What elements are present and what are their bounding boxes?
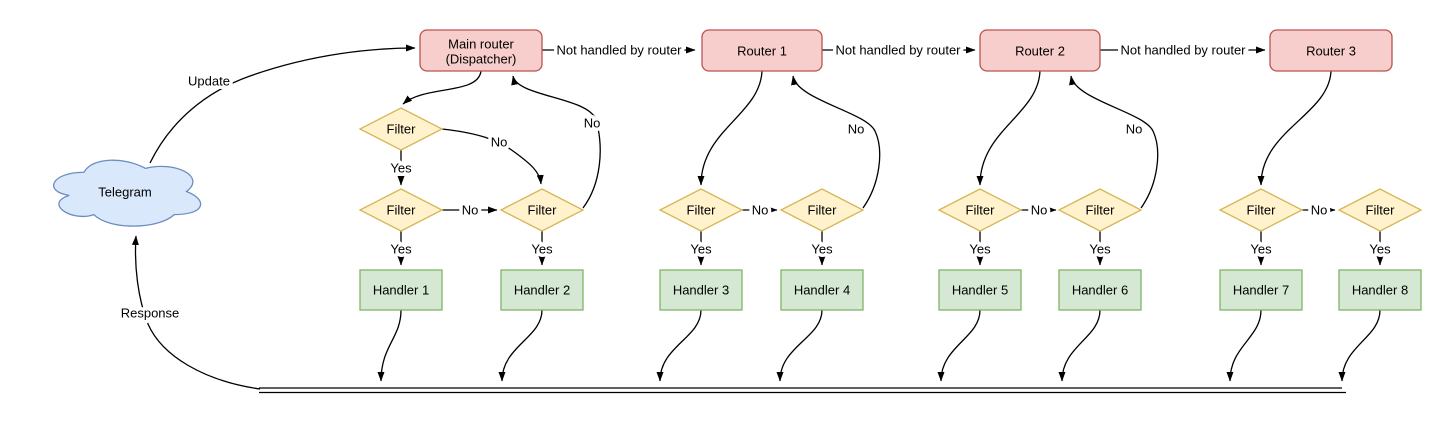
no-label: No bbox=[1311, 203, 1328, 218]
yes-label: Yes bbox=[969, 242, 991, 257]
no-label: No bbox=[462, 203, 479, 218]
edge-handler3-to-bus bbox=[656, 309, 702, 382]
node-handler-7 bbox=[1219, 269, 1303, 311]
node-handler-6 bbox=[1058, 269, 1142, 311]
node-handler-2 bbox=[500, 269, 584, 311]
filter-label: Filter bbox=[808, 203, 838, 218]
update-edge-label: Update bbox=[188, 74, 230, 89]
not-handled-label-2: Not handled by router bbox=[835, 43, 961, 58]
yes-label: Yes bbox=[811, 242, 833, 257]
filter-label: Filter bbox=[1247, 203, 1277, 218]
not-handled-label-3: Not handled by router bbox=[1120, 43, 1246, 58]
no-label: No bbox=[1031, 203, 1048, 218]
node-handler-4 bbox=[780, 269, 864, 311]
handler-8-label: Handler 8 bbox=[1352, 283, 1408, 298]
edge-handler6-to-bus bbox=[1058, 309, 1101, 382]
node-handler-8 bbox=[1338, 269, 1422, 311]
yes-label: Yes bbox=[390, 242, 412, 257]
telegram-label: Telegram bbox=[98, 185, 151, 200]
filter-label: Filter bbox=[1086, 203, 1116, 218]
filter-diamond-dispatcher-left bbox=[358, 188, 444, 232]
node-router-1 bbox=[701, 29, 823, 72]
handler-1-label: Handler 1 bbox=[373, 283, 429, 298]
node-handler-1 bbox=[359, 269, 443, 311]
edge-dispatcher-to-filter bbox=[402, 70, 482, 105]
filter-diamond-router3-right bbox=[1337, 188, 1423, 232]
yes-label: Yes bbox=[1369, 242, 1391, 257]
filter-label: Filter bbox=[1366, 203, 1396, 218]
edge-handler5-to-bus bbox=[937, 309, 981, 382]
filter-diamond-router1-left bbox=[658, 188, 744, 232]
handler-6-label: Handler 6 bbox=[1072, 283, 1128, 298]
no-label: No bbox=[752, 203, 769, 218]
node-router-2 bbox=[979, 29, 1101, 72]
router-3-label: Router 3 bbox=[1306, 44, 1356, 59]
handler-5-label: Handler 5 bbox=[952, 283, 1008, 298]
edge-router3-to-filter bbox=[1257, 70, 1332, 186]
no-label: No bbox=[491, 135, 508, 150]
edge-router1-return-no bbox=[791, 75, 881, 209]
yes-label: Yes bbox=[1089, 242, 1111, 257]
router-1-label: Router 1 bbox=[737, 44, 787, 59]
filter-label: Filter bbox=[966, 203, 996, 218]
handler-2-label: Handler 2 bbox=[514, 283, 570, 298]
handler-3-label: Handler 3 bbox=[673, 283, 729, 298]
filter-diamond-router2-right bbox=[1057, 188, 1143, 232]
filter-label: Filter bbox=[687, 203, 717, 218]
filter-diamond-dispatcher-right bbox=[499, 188, 585, 232]
handler-7-label: Handler 7 bbox=[1233, 283, 1289, 298]
edge-handler4-to-bus bbox=[776, 309, 823, 382]
no-label: No bbox=[848, 122, 865, 137]
no-label: No bbox=[584, 116, 601, 131]
edge-handler2-to-bus bbox=[498, 309, 543, 382]
edge-handler7-to-bus bbox=[1226, 309, 1262, 382]
edge-handler8-to-bus bbox=[1338, 309, 1381, 382]
edge-dispatcher-filter-no-branch bbox=[441, 128, 544, 185]
router-2-label: Router 2 bbox=[1015, 44, 1065, 59]
handler-4-label: Handler 4 bbox=[794, 283, 850, 298]
node-handler-3 bbox=[659, 269, 743, 311]
node-handler-5 bbox=[938, 269, 1022, 311]
filter-diamond-router1-right bbox=[779, 188, 865, 232]
edge-update bbox=[149, 44, 416, 164]
edge-response bbox=[131, 235, 261, 390]
filter-label: Filter bbox=[387, 203, 417, 218]
yes-label: Yes bbox=[531, 242, 553, 257]
yes-label: Yes bbox=[390, 161, 412, 176]
node-main-router bbox=[419, 29, 543, 72]
filter-label: Filter bbox=[387, 122, 417, 137]
filter-label: Filter bbox=[528, 203, 558, 218]
main-router-label-line2: (Dispatcher) bbox=[446, 52, 517, 67]
telegram-cloud bbox=[53, 159, 202, 227]
edge-handler1-to-bus bbox=[377, 309, 402, 382]
edge-router2-return-no bbox=[1069, 75, 1159, 209]
edge-dispatcher-return-no bbox=[511, 75, 601, 209]
not-handled-label-1: Not handled by router bbox=[556, 43, 682, 58]
no-label: No bbox=[1126, 122, 1143, 137]
filter-diamond-router3-left bbox=[1218, 188, 1304, 232]
main-router-label-line1: Main router bbox=[448, 37, 514, 52]
yes-label: Yes bbox=[1250, 242, 1272, 257]
filter-diamond-router2-left bbox=[937, 188, 1023, 232]
filter-diamond-dispatcher-top bbox=[358, 107, 444, 151]
edge-router1-to-filter bbox=[697, 70, 763, 186]
response-edge-label: Response bbox=[121, 306, 180, 321]
yes-label: Yes bbox=[690, 242, 712, 257]
edge-router2-to-filter bbox=[976, 70, 1041, 186]
node-router-3 bbox=[1269, 29, 1393, 72]
